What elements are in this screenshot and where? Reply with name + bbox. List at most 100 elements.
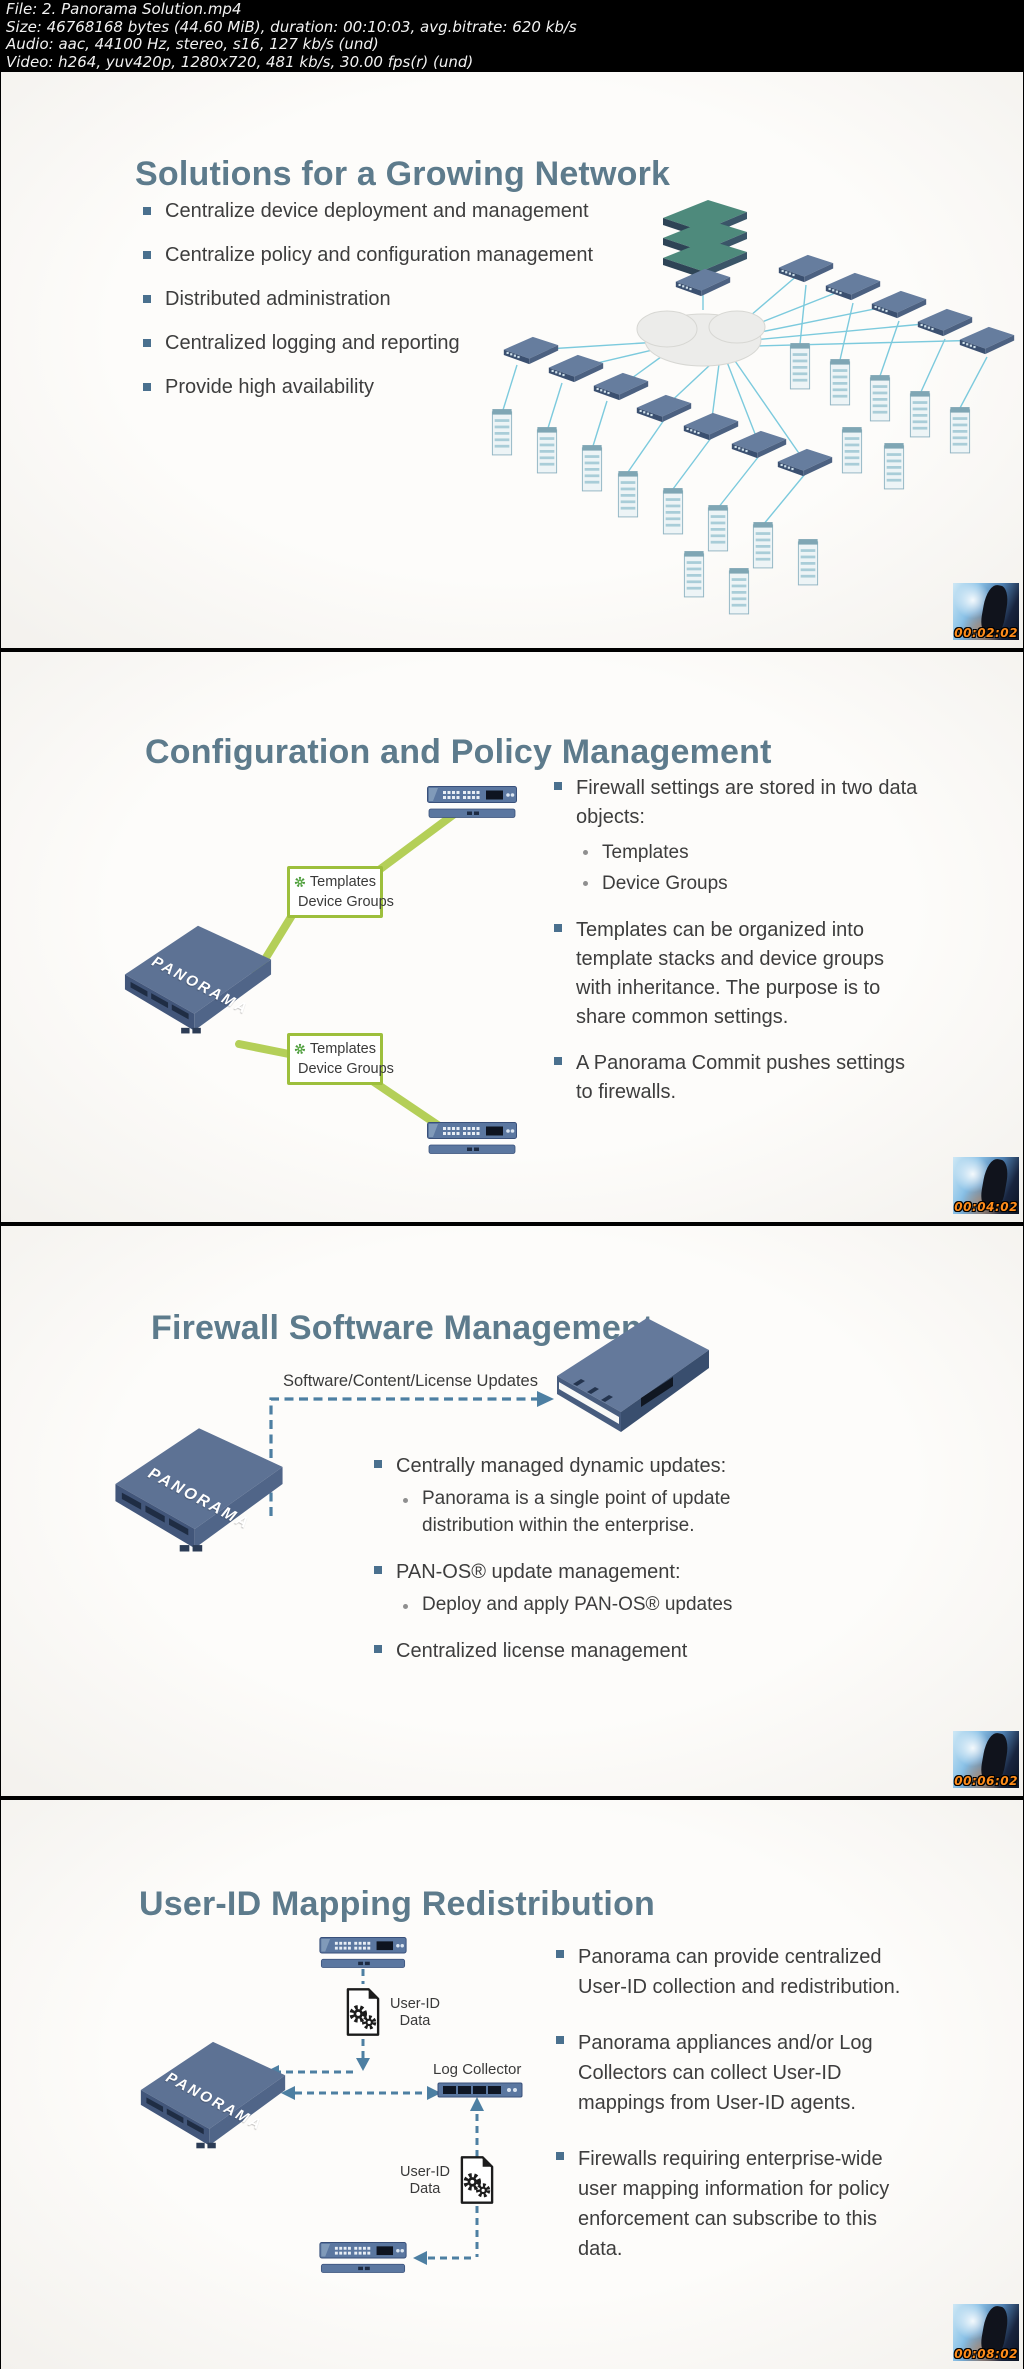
bullet-text: Centralize policy and configuration mana… <box>165 244 594 266</box>
slide-title: Solutions for a Growing Network <box>135 154 671 193</box>
bullet-list: Firewall settings are stored in two data… <box>552 774 920 1124</box>
video-info-line: Video: h264, yuv420p, 1280x720, 481 kb/s… <box>6 52 474 71</box>
slide-frame-4: User-ID Mapping Redistribution <box>0 1800 1024 2369</box>
user-id-data-label: User-ID Data <box>400 2164 450 2197</box>
sub-bullet-list: Deploy and apply PAN-OS® updates <box>396 1591 772 1618</box>
bullet-square-icon <box>143 251 151 259</box>
firewall-cluster-left <box>491 336 649 492</box>
slide-title: Configuration and Policy Management <box>145 732 772 771</box>
bullet-square-icon <box>374 1460 382 1468</box>
bullet-square-icon <box>143 339 151 347</box>
templates-row: Templates <box>294 872 376 892</box>
frame-timecode: 00:08:02 <box>954 2347 1018 2361</box>
bullet-text: PAN-OS® update management: <box>396 1561 681 1583</box>
sub-bullet-text: Panorama is a single point of update dis… <box>422 1488 731 1536</box>
bullet-item: Centralized logging and reporting <box>141 332 741 354</box>
file-size-line: Size: 46768168 bytes (44.60 MiB), durati… <box>6 17 577 36</box>
sub-bullet-item: Deploy and apply PAN-OS® updates <box>396 1591 772 1618</box>
device-groups-label: Device Groups <box>298 894 394 910</box>
arrow-head-right <box>537 1391 554 1407</box>
bullet-text: Firewalls requiring enterprise-wide user… <box>578 2148 890 2260</box>
sub-bullet-list: Templates Device Groups <box>576 837 920 899</box>
video-frame-thumbnail: 00:02:02 <box>953 583 1019 640</box>
bullet-text: Distributed administration <box>165 288 391 310</box>
frame-timecode: 00:06:02 <box>954 1774 1018 1788</box>
bullet-item: Distributed administration <box>141 288 741 310</box>
bullet-square-icon <box>143 295 151 303</box>
green-connector-lines <box>235 808 461 1142</box>
user-id-data-label: User-ID Data <box>390 1996 440 2029</box>
bullet-text: Panorama appliances and/or Log Collector… <box>578 2032 873 2114</box>
bullet-square-icon <box>554 1057 562 1065</box>
frame-timecode: 00:04:02 <box>954 1200 1018 1214</box>
bullet-square-icon <box>556 2152 564 2160</box>
bullet-item: Centralize device deployment and managem… <box>141 200 741 222</box>
bullet-list: Panorama can provide centralized User-ID… <box>554 1942 922 2290</box>
slide-frame-3: Firewall Software Management Software/Co… <box>0 1226 1024 1796</box>
user-id-data-document-icon <box>348 1989 378 2034</box>
file-name-line: File: 2. Panorama Solution.mp4 <box>6 0 242 18</box>
firewall-appliance-icon <box>319 2242 407 2273</box>
bullet-list: Centralize device deployment and managem… <box>141 200 741 420</box>
file-info-header: File: 2. Panorama Solution.mp4 Size: 467… <box>0 0 1024 72</box>
slide-title: Firewall Software Management <box>151 1308 654 1347</box>
bullet-square-icon <box>143 207 151 215</box>
video-frame-thumbnail: 00:08:02 <box>953 2304 1019 2361</box>
update-flow-label: Software/Content/License Updates <box>283 1372 538 1390</box>
templates-row: Templates <box>294 1039 376 1059</box>
bullet-square-icon <box>143 383 151 391</box>
bullet-text: Centralized logging and reporting <box>165 332 460 354</box>
bullet-text: Firewall settings are stored in two data… <box>576 777 918 828</box>
bullet-item: Centralize policy and configuration mana… <box>141 244 741 266</box>
bullet-text: Templates can be organized into template… <box>576 919 884 1028</box>
device-groups-label: Device Groups <box>298 1061 394 1077</box>
bullet-text: Centralized license management <box>396 1640 688 1662</box>
bullet-item: Firewalls requiring enterprise-wide user… <box>554 2144 922 2264</box>
bullet-item: Templates can be organized into template… <box>552 916 920 1032</box>
bullet-item: Centrally managed dynamic updates: Panor… <box>372 1452 772 1539</box>
gear-icon <box>294 1043 306 1055</box>
device-groups-row: Device Groups <box>294 1059 394 1079</box>
bullet-square-icon <box>554 924 562 932</box>
sub-bullet-text: Deploy and apply PAN-OS® updates <box>422 1594 733 1615</box>
slide-frame-2: Configuration and Policy Management PANO… <box>0 652 1024 1222</box>
bullet-item: Provide high availability <box>141 376 741 398</box>
firewall-appliance-icon <box>319 1937 407 1968</box>
sub-bullet-text: Templates <box>602 842 689 863</box>
sub-bullet-item: Panorama is a single point of update dis… <box>396 1485 772 1539</box>
bullet-text: Panorama can provide centralized User-ID… <box>578 1946 901 1998</box>
sub-bullet-list: Panorama is a single point of update dis… <box>396 1485 772 1539</box>
bullet-square-icon <box>374 1645 382 1653</box>
bullet-item: PAN-OS® update management: Deploy and ap… <box>372 1558 772 1618</box>
dashed-data-flow-lines <box>277 1969 479 2260</box>
bullet-text: Centrally managed dynamic updates: <box>396 1455 727 1477</box>
bullet-square-icon <box>374 1566 382 1574</box>
update-flow-arrow <box>269 1391 554 1516</box>
templates-device-groups-box: Templates Device Groups <box>287 1033 394 1085</box>
sub-bullet-text: Device Groups <box>602 873 728 894</box>
audio-info-line: Audio: aac, 44100 Hz, stereo, s16, 127 k… <box>6 35 379 53</box>
bullet-text: A Panorama Commit pushes settings to fir… <box>576 1052 906 1103</box>
log-collector-appliance-icon <box>437 2082 523 2098</box>
firewall-cluster-bottom <box>617 394 833 615</box>
device-groups-row: Device Groups <box>294 892 394 912</box>
sub-bullet-item: Device Groups <box>576 868 920 899</box>
sub-bullet-item: Templates <box>576 837 920 868</box>
user-id-redistribution-diagram <box>140 1937 523 2273</box>
video-frame-thumbnail: 00:06:02 <box>953 1731 1019 1788</box>
templates-label: Templates <box>309 1041 376 1057</box>
firewall-appliance-icon <box>427 786 517 818</box>
bullet-text: Provide high availability <box>165 376 375 398</box>
sub-bullet-dot-icon <box>583 850 588 855</box>
video-frame-thumbnail: 00:04:02 <box>953 1157 1019 1214</box>
bullet-item: Panorama appliances and/or Log Collector… <box>554 2028 922 2118</box>
frame-timecode: 00:02:02 <box>954 626 1018 640</box>
bullet-item: Centralized license management <box>372 1637 772 1665</box>
data-center-server-stack-icon <box>663 200 747 297</box>
firewall-appliance-icon <box>427 1122 517 1154</box>
log-collector-label: Log Collector <box>433 2061 522 2078</box>
user-id-data-document-icon <box>462 2157 492 2202</box>
sub-bullet-dot-icon <box>403 1604 408 1609</box>
software-update-diagram <box>115 1318 709 1552</box>
bullet-square-icon <box>556 1950 564 1958</box>
